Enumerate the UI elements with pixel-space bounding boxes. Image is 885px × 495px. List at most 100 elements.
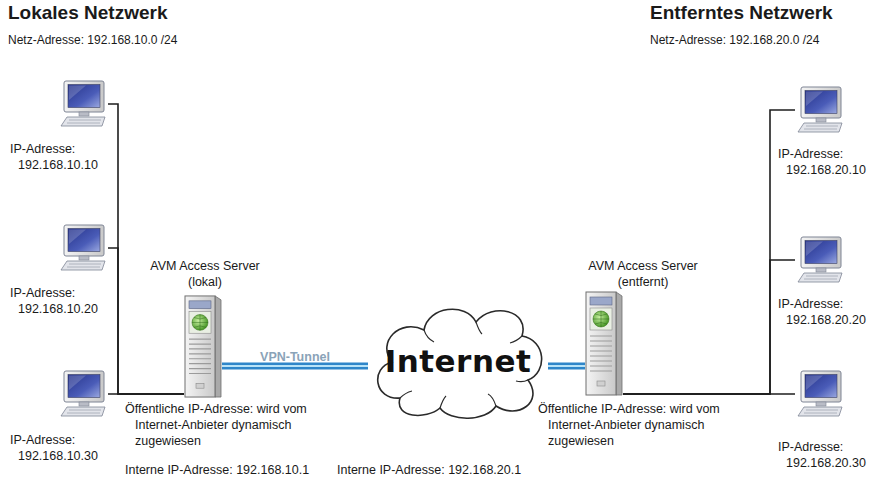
tower-side <box>616 292 622 395</box>
cloud-label: Internet <box>378 343 538 379</box>
network-cable <box>108 104 184 394</box>
monitor-stand <box>816 402 826 406</box>
computer-node: IP-Adresse: 192.168.20.20 <box>775 234 883 334</box>
ip-address: IP-Adresse: 192.168.20.30 <box>778 439 885 471</box>
screen-glare <box>806 242 823 257</box>
network-cable <box>108 393 184 395</box>
keyboard-keys <box>804 126 838 129</box>
public-ip-note: Öffentliche IP-Adresse: wird vom Interne… <box>125 401 347 449</box>
monitor-screen <box>805 375 837 398</box>
server-name: AVM Access Server (entfernt) <box>580 258 706 290</box>
ip-address: IP-Adresse: 192.168.20.10 <box>778 146 885 178</box>
screen-glare <box>806 376 823 391</box>
computer-node: IP-Adresse: 192.168.10.20 <box>8 224 118 324</box>
monitor-screen <box>805 241 837 264</box>
server-name: AVM Access Server (lokal) <box>146 258 264 290</box>
computer-icon <box>795 236 845 284</box>
computer-icon <box>58 370 108 418</box>
ip-address: IP-Adresse: 192.168.10.10 <box>10 141 110 173</box>
keyboard <box>798 407 842 416</box>
computer-node: IP-Adresse: 192.168.20.30 <box>775 368 883 478</box>
monitor-stand <box>816 118 826 122</box>
computer-icon <box>58 80 108 128</box>
server-graphic <box>184 293 222 399</box>
tower-button <box>597 381 605 386</box>
monitor-screen <box>68 375 100 398</box>
keyboard-keys <box>67 120 101 123</box>
server-icon <box>585 289 623 397</box>
computer-node: IP-Adresse: 192.168.20.10 <box>775 84 883 184</box>
computer-icon <box>58 224 108 272</box>
screen-glare <box>69 86 86 101</box>
monitor-frame <box>801 237 841 268</box>
keyboard-keys <box>67 264 101 267</box>
internet-cloud-node: Internet <box>368 300 548 422</box>
tower-slots <box>189 339 211 373</box>
tower-side <box>215 296 221 397</box>
keyboard-keys <box>804 276 838 279</box>
public-ip-note: Öffentliche IP-Adresse: wird vom Interne… <box>538 401 760 449</box>
tower-front <box>586 292 616 395</box>
tower-globe <box>593 311 609 327</box>
tower-display <box>189 301 211 309</box>
ip-address: IP-Adresse: 192.168.10.20 <box>10 285 110 317</box>
computer-graphic <box>795 86 845 134</box>
keyboard <box>61 117 105 126</box>
monitor-stand <box>816 268 826 272</box>
monitor-frame <box>64 371 104 402</box>
screen-glare <box>69 376 86 391</box>
keyboard <box>798 273 842 282</box>
network-cable <box>623 393 795 395</box>
globe-lines <box>192 315 208 331</box>
server-icon <box>184 293 222 399</box>
monitor-frame <box>801 87 841 118</box>
computer-node: IP-Adresse: 192.168.10.30 <box>8 368 118 468</box>
computer-graphic <box>795 236 845 284</box>
monitor-screen <box>805 91 837 114</box>
computer-icon <box>795 86 845 134</box>
tower-globe <box>192 315 208 331</box>
network-cable <box>623 110 795 394</box>
network-heading: Lokales Netzwerk <box>8 2 167 24</box>
monitor-stand <box>79 256 89 260</box>
monitor-stand <box>79 112 89 116</box>
network-address: Netz-Adresse: 192.168.20.0 /24 <box>650 33 819 48</box>
keyboard-keys <box>67 410 101 413</box>
computer-node: IP-Adresse: 192.168.10.10 <box>8 80 118 180</box>
tower-panel <box>189 312 211 334</box>
vpn-tunnel <box>548 363 585 370</box>
monitor-frame <box>801 371 841 402</box>
screen-glare <box>806 92 823 107</box>
network-address: Netz-Adresse: 192.168.10.0 /24 <box>8 33 177 48</box>
server-graphic <box>585 289 623 397</box>
monitor-screen <box>68 85 100 108</box>
computer-graphic <box>58 224 108 272</box>
edge-label: VPN-Tunnel <box>260 350 330 364</box>
keyboard <box>61 261 105 270</box>
tower-front <box>185 296 215 397</box>
network-heading: Entferntes Netzwerk <box>650 2 833 24</box>
access-server-node: AVM Access Server (entfernt) Öffentliche … <box>535 255 760 483</box>
monitor-frame <box>64 81 104 112</box>
tunnel-highlight <box>548 365 585 367</box>
tower-slots <box>590 336 612 371</box>
cloud-outline <box>378 309 542 418</box>
ip-address: IP-Adresse: 192.168.10.30 <box>10 432 110 464</box>
computer-graphic <box>58 370 108 418</box>
keyboard <box>798 123 842 132</box>
tower-display <box>590 297 612 305</box>
tower-panel <box>590 308 612 330</box>
screen-glare <box>69 230 86 245</box>
globe-lines <box>593 311 609 327</box>
monitor-stand <box>79 402 89 406</box>
internal-ip: Interne IP-Adresse: 192.168.10.1 <box>125 462 309 478</box>
computer-graphic <box>795 370 845 418</box>
keyboard <box>61 407 105 416</box>
monitor-frame <box>64 225 104 256</box>
computer-icon <box>795 370 845 418</box>
keyboard-keys <box>804 410 838 413</box>
tunnel-highlight <box>222 365 368 367</box>
monitor-screen <box>68 229 100 252</box>
